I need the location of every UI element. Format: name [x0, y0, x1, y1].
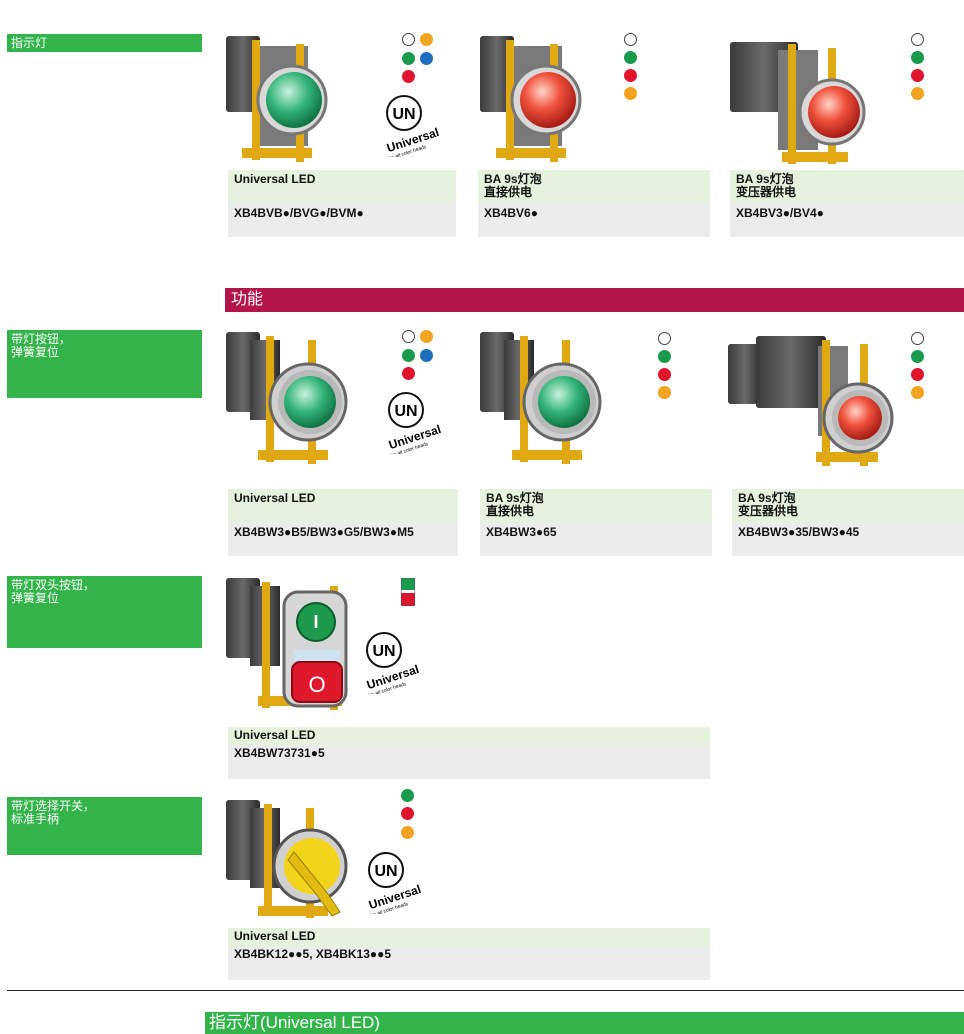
color-option-orange	[658, 386, 671, 399]
product-reference: XB4BK12●●5, XB4BK13●●5	[228, 946, 710, 980]
badge-un-text: UN	[372, 643, 395, 660]
product-reference: XB4BVB●/BVG●/BVM●	[228, 203, 456, 237]
color-option-red	[402, 70, 415, 83]
color-option-red	[911, 368, 924, 381]
product-label: Universal LED	[228, 489, 458, 522]
double-button-bottom-symbol: O	[308, 672, 325, 697]
product-image-red-indicator	[480, 36, 582, 162]
product-image-green-pushbutton	[226, 332, 348, 464]
product-label: Universal LED	[228, 170, 456, 203]
color-option-blue	[420, 349, 433, 362]
product-label: BA 9s灯泡 变压器供电	[732, 489, 964, 522]
section-title-function: 功能	[225, 288, 964, 312]
color-option-red	[658, 368, 671, 381]
color-option-white	[402, 330, 415, 343]
universal-badge-icon: UN Universal for all color heads	[367, 852, 422, 914]
product-label: Universal LED	[228, 928, 710, 946]
product-image-green-pushbutton-ba9s	[480, 332, 602, 464]
product-reference: XB4BW73731●5	[228, 745, 710, 779]
double-button-top-symbol: I	[313, 612, 318, 632]
color-option-orange	[401, 826, 414, 839]
product-reference: XB4BV6●	[478, 203, 710, 237]
color-option-green-red-split	[401, 578, 415, 606]
product-reference: XB4BW3●65	[480, 522, 712, 556]
section-title-indicator-universal-led: 指示灯(Universal LED)	[205, 1012, 964, 1034]
product-label: BA 9s灯泡 直接供电	[478, 170, 710, 203]
product-image-double-pushbutton: I O	[226, 578, 348, 710]
universal-badge-icon: UN Universal for all color heads	[385, 95, 440, 157]
badge-un-text: UN	[394, 403, 417, 420]
product-label: BA 9s灯泡 直接供电	[480, 489, 712, 522]
side-label-illuminated-pushbutton: 带灯按钮， 弹簧复位	[7, 330, 202, 398]
color-option-red	[402, 367, 415, 380]
color-option-orange	[420, 33, 433, 46]
color-option-white	[402, 33, 415, 46]
color-option-red	[624, 69, 637, 82]
color-option-green	[624, 51, 637, 64]
color-option-green	[401, 789, 414, 802]
color-option-green	[658, 350, 671, 363]
color-option-blue	[420, 52, 433, 65]
product-label: BA 9s灯泡 变压器供电	[730, 170, 964, 203]
product-image-selector-switch	[226, 800, 348, 918]
product-image-red-pushbutton-transformer	[728, 336, 894, 466]
color-option-orange	[911, 386, 924, 399]
color-option-orange	[911, 87, 924, 100]
side-label-selector-switch: 带灯选择开关， 标准手柄	[7, 797, 202, 855]
product-reference: XB4BV3●/BV4●	[730, 203, 964, 237]
badge-un-text: UN	[374, 863, 397, 880]
color-option-orange	[624, 87, 637, 100]
side-label-double-pushbutton: 带灯双头按钮， 弹簧复位	[7, 576, 202, 648]
product-label: Universal LED	[228, 727, 710, 745]
color-option-green	[911, 350, 924, 363]
product-image-red-indicator-transformer	[730, 42, 866, 164]
side-label-indicator: 指示灯	[7, 34, 202, 52]
badge-un-text: UN	[392, 106, 415, 123]
color-option-green	[402, 52, 415, 65]
color-option-red	[401, 807, 414, 820]
color-option-white	[658, 332, 671, 345]
color-option-orange	[420, 330, 433, 343]
color-option-green	[911, 51, 924, 64]
color-option-red	[911, 69, 924, 82]
universal-badge-icon: UN Universal for all color heads	[365, 632, 420, 694]
divider	[7, 990, 964, 991]
product-reference: XB4BW3●B5/BW3●G5/BW3●M5	[228, 522, 458, 556]
product-image-green-indicator	[226, 36, 328, 162]
color-option-white	[624, 33, 637, 46]
product-reference: XB4BW3●35/BW3●45	[732, 522, 964, 556]
universal-badge-icon: UN Universal for all color heads	[387, 392, 442, 454]
color-option-green	[402, 349, 415, 362]
color-option-white	[911, 33, 924, 46]
color-option-white	[911, 332, 924, 345]
